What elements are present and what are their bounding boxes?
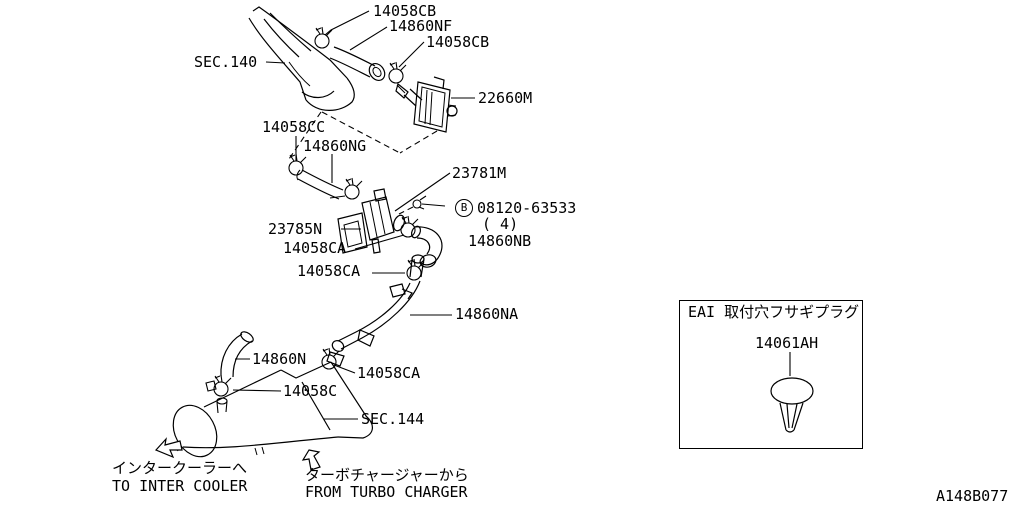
callout-14058cb-2[interactable]: 14058CB	[426, 33, 490, 51]
hose-14860nf	[329, 46, 386, 81]
sec144-duct	[172, 361, 373, 458]
hose-14860n	[220, 331, 254, 378]
leader-lines	[232, 10, 791, 420]
arrow-to-intercooler-icon	[154, 437, 183, 459]
callout-bolt-08120-63533[interactable]: B 08120-63533	[455, 199, 576, 217]
clamp-icon-14058cc-1	[288, 153, 307, 176]
bolt-icon-08120	[412, 195, 427, 210]
clamp-icon-14058cb-2	[388, 61, 407, 84]
bolt-prefix-circle: B	[455, 199, 473, 217]
arrow-from-turbo-icon	[301, 449, 321, 471]
note-from-turbo-en: FROM TURBO CHARGER	[305, 483, 468, 501]
callout-14058cc-1[interactable]: 14058CC	[262, 118, 326, 136]
callout-14061ah[interactable]: 14061AH	[755, 334, 819, 352]
note-to-intercooler-jp: インタークーラーへ	[112, 459, 248, 477]
note-from-turbo-jp: ターボチャージャーから	[305, 466, 469, 484]
note-to-intercooler-en: TO INTER COOLER	[112, 477, 248, 495]
sec140-duct	[248, 6, 355, 111]
inset-box-eai-plug	[679, 300, 863, 449]
bolt-quantity: ( 4)	[482, 215, 519, 233]
callout-14860ng[interactable]: 14860NG	[303, 137, 367, 155]
callout-14058cb-1[interactable]: 14058CB	[373, 2, 437, 20]
callout-sec140[interactable]: SEC.140	[194, 53, 258, 71]
callout-14058ca-1[interactable]: 14058CA	[283, 239, 347, 257]
assembly-dashed-lines	[288, 111, 438, 215]
callout-22660m[interactable]: 22660M	[478, 89, 533, 107]
callout-14058ca-3[interactable]: 14058CA	[357, 364, 421, 382]
bolt-part-number: 08120-63533	[477, 198, 577, 217]
valve-22660m	[395, 76, 458, 133]
callout-14860n[interactable]: 14860N	[252, 350, 307, 368]
bracket-23785n	[337, 212, 368, 254]
clamp-icon-14058cc-2	[344, 177, 363, 200]
clamp-screw-14058c	[205, 380, 217, 392]
inset-title: EAI 取付穴フサギプラグ	[688, 303, 860, 321]
callout-23781m[interactable]: 23781M	[452, 164, 507, 182]
callout-23785n[interactable]: 23785N	[268, 220, 323, 238]
callout-14860nb[interactable]: 14860NB	[468, 232, 532, 250]
diagram-code: A148B077	[936, 487, 1009, 505]
callout-14860na[interactable]: 14860NA	[455, 305, 519, 323]
callout-14058c[interactable]: 14058C	[283, 382, 338, 400]
callout-14058ca-2[interactable]: 14058CA	[297, 262, 361, 280]
clamp-icon-14058c	[213, 374, 232, 397]
hose-14860ng	[296, 169, 344, 200]
callout-sec144[interactable]: SEC.144	[361, 410, 425, 428]
clamp-icon-14058cb-1	[314, 26, 333, 49]
callout-14860nf[interactable]: 14860NF	[389, 17, 453, 35]
plug-14061ah-drawing	[770, 377, 814, 433]
valve-23781m	[361, 188, 406, 254]
